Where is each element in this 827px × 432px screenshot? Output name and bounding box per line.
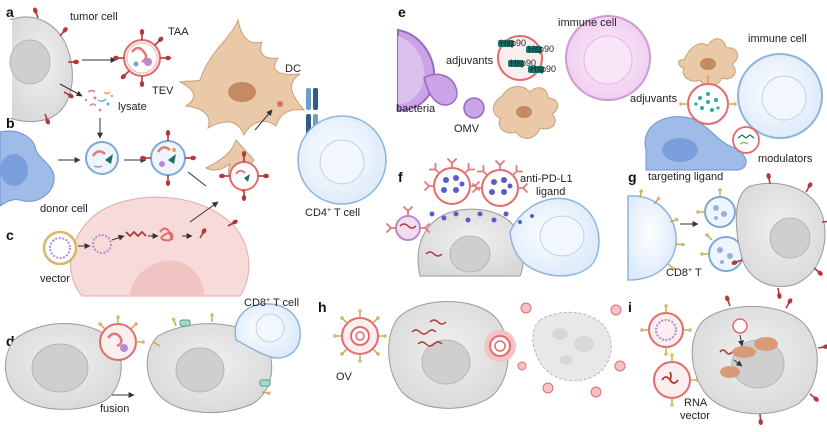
panel-letter-b: b [6,115,15,131]
donor-vesicle-loaded [139,129,197,187]
targeting-ligand-label: targeting ligand [648,171,723,183]
ribosome-i-1 [732,346,756,358]
panel-letter-g: g [628,169,637,185]
hsp90-tag-4: Hsp90 [530,64,556,74]
rna-vector-vesicle-i [653,352,700,408]
tev-vesicle [112,28,172,88]
arrow-to-dc [254,109,273,131]
dc-antigen-dot [277,101,283,107]
omv [463,97,485,119]
t-cell-vesicle-g2 [699,231,744,272]
tumor-d2-markers [150,312,272,397]
released-viruses-h [517,302,626,398]
rna-i [719,349,733,355]
omv-label: OMV [454,123,480,135]
protein-coil [159,227,174,242]
panel-letter-d: d [6,333,15,349]
hybrid-vesicle [218,150,270,202]
immune-cell-label-1: immune cell [558,17,617,29]
donor-vesicle-empty [85,141,119,175]
oncolytic-virus-vesicle [332,308,388,364]
rna-vesicle-f [386,206,430,241]
panel-letter-c: c [6,227,14,243]
internalized-vesicle-i [732,318,748,334]
bacteria-label: bacteria [396,103,436,115]
adjuvants-label-2: adjuvants [630,93,678,105]
vector-plasmid [42,230,78,266]
plasmid-inside-cell [92,234,112,254]
anti-pd-l1-label-1: anti-PD-L1 [520,173,573,185]
rna-vector-label-1: RNA [684,397,708,409]
arrow-i-2 [733,359,743,367]
ribosome-i-3 [720,366,740,378]
dendritic-cell [178,18,306,137]
anti-pd-l1-label-2: ligand [536,186,565,198]
dna-vector-vesicle-i [639,303,693,357]
cd8-t-label-g: CD8+ T [666,267,702,279]
panel-letter-a: a [6,4,14,20]
lysate-cluster [84,89,114,112]
arrow-tumor-to-lysate [59,83,83,97]
vector-label: vector [40,273,70,285]
hsp90-tag-3: Hsp90 [510,58,536,68]
panel-letter-h: h [318,299,327,315]
cd8-t-cell-g [627,195,677,281]
donor-cell-e [644,116,747,171]
ribosome-i-2 [754,337,778,351]
rna-vector-label-2: vector [680,410,710,422]
immune-cell-label-2: immune cell [748,33,807,45]
virus-particle-h [484,330,516,362]
adjuvant-vesicle-e2 [678,74,738,125]
donor-cell-label: donor cell [40,203,88,215]
mrna-strand [125,230,147,238]
hsp90-tag-1: Hsp90 [500,38,526,48]
pd-l1-vesicle-1 [424,158,480,205]
viral-rna-h [411,319,447,347]
cd8-t-cell-label-d: CD8+ T cell [244,297,299,309]
arrow-cell-to-hybrid [189,201,219,223]
rna-in-tumor-f [425,251,443,257]
ov-label: OV [336,371,353,383]
adjuvants-label-1: adjuvants [446,55,494,67]
dc-nucleus [228,82,256,102]
tev-label: TEV [152,85,174,97]
pd-l1-vesicle-2 [472,160,528,207]
cd4-t-cell-label: CD4+ T cell [305,207,360,219]
arrow-i-1 [738,334,744,347]
modulator-vesicle [732,126,760,154]
panel-letter-i: i [628,299,632,315]
fusion-label: fusion [100,403,129,415]
hsp90-tag-2: Hsp90 [528,44,554,54]
taa-label: TAA [168,26,189,38]
fusion-vesicle [96,314,146,361]
adjuvant-vesicle-e: Hsp90 Hsp90 Hsp90 Hsp90 [497,35,556,81]
released-particles-f [429,211,534,224]
tumor-cell-label: tumor cell [70,11,118,23]
dc-label: DC [285,63,301,75]
tumor-nucleus-a [9,39,51,85]
t-cell-vesicle-g1 [695,187,745,228]
lysate-label: lysate [118,101,147,113]
modulators-label: modulators [758,153,813,165]
panel-letter-e: e [398,4,406,20]
arrow-to-fusion-vesicle [187,171,207,187]
panel-letter-f: f [398,169,403,185]
lysed-tumor-h [532,311,612,382]
arrow-plasmid-to-mrna [111,234,125,241]
